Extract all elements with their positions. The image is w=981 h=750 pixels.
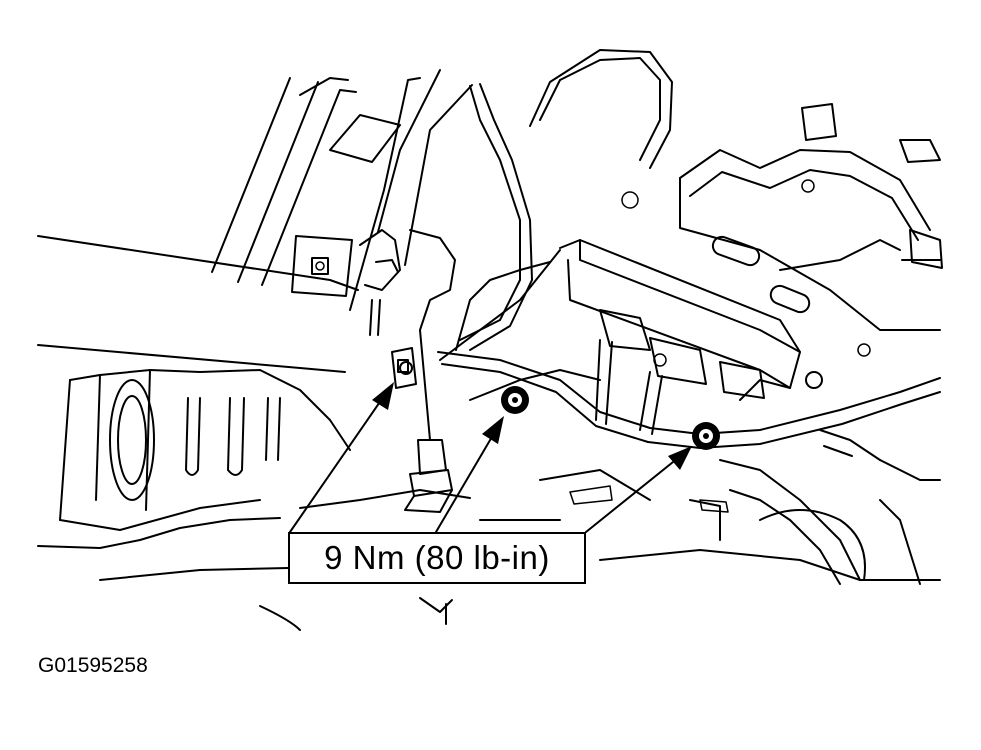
leader-arrow-left: [289, 382, 394, 533]
bolt-left-icon: [399, 361, 413, 375]
bolt-right-icon: [692, 422, 720, 450]
center-plate: [439, 249, 651, 521]
bolt-center-icon: [501, 386, 529, 414]
leader-arrow-right: [585, 446, 692, 533]
mounting-bracket: [291, 235, 353, 297]
body-panel: [37, 235, 359, 549]
wheel-housing: [599, 459, 941, 585]
figure-id: G01595258: [38, 654, 148, 677]
floor-outline: [99, 567, 453, 631]
upper-pillar: [211, 69, 473, 311]
sensor-connector: [299, 439, 471, 513]
wire-run: [459, 49, 673, 351]
leader-arrow-center: [435, 416, 504, 533]
right-bracket: [621, 103, 943, 357]
torque-callout: 9 Nm (80 lb-in): [288, 532, 586, 584]
wire-loop: [437, 351, 941, 461]
harness-clip: [359, 229, 456, 441]
control-module: [559, 239, 823, 435]
torque-callout-text: 9 Nm (80 lb-in): [324, 539, 550, 576]
